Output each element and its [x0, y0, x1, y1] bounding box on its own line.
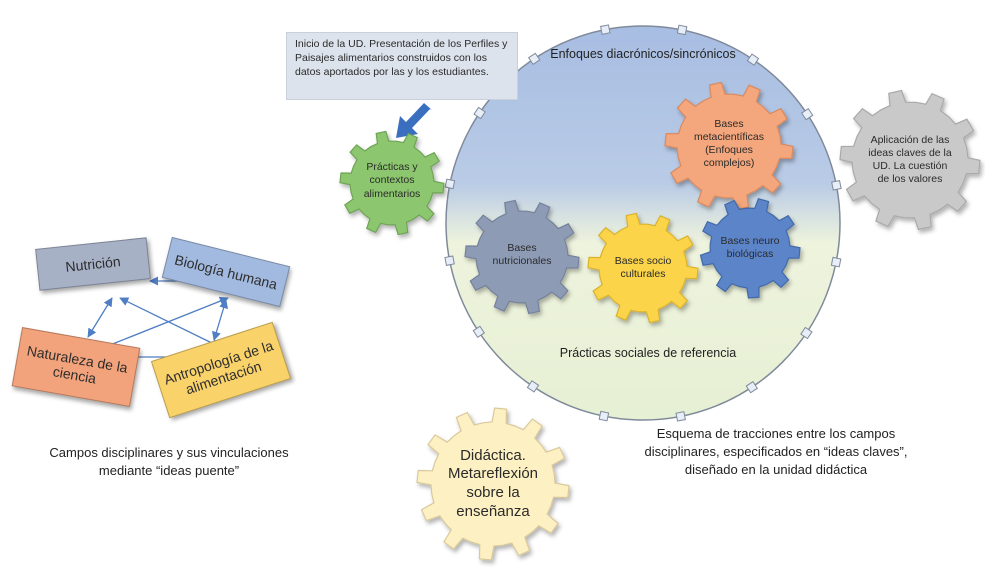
circle-tooth: [473, 106, 486, 120]
gear-label-socioculturales: Bases socio culturales: [614, 254, 672, 280]
gear-metacientificas: [664, 81, 794, 211]
gear-socioculturales: [587, 212, 699, 324]
circle-tooth: [675, 411, 686, 422]
circle-tooth: [598, 410, 610, 422]
circle-tooth: [444, 178, 456, 190]
circle-tooth: [444, 255, 455, 266]
gear-nutricionales: [464, 199, 580, 315]
gear-label-neurobiologicas: Bases neuro biológicas: [720, 234, 780, 260]
bridge-arrows: [87, 276, 229, 362]
gear-didactica: [416, 407, 570, 561]
callout-box: Inicio de la UD. Presentación de los Per…: [286, 32, 518, 100]
circle-tooth: [745, 380, 759, 394]
gear-label-nutricionales: Bases nutricionales: [492, 241, 552, 267]
gear-label-metacientificas: Bases metacientíficas (Enfoques complejo…: [693, 117, 765, 170]
caption-right: Esquema de tracciones entre los campos d…: [644, 426, 908, 478]
arrow-biologia-naturaleza: [99, 296, 229, 351]
arrow-biologia-antropologia: [211, 299, 229, 341]
gear-neurobiologicas: [699, 197, 801, 299]
gear-aplicacion: [839, 89, 981, 231]
gear-label-practicas: Prácticas y contextos alimentarios: [363, 161, 421, 200]
circle-tooth: [527, 52, 541, 66]
arrow-nutricion-naturaleza: [87, 297, 113, 338]
gear-label-didactica: Didáctica. Metareflexión sobre la enseña…: [447, 446, 539, 520]
callout-arrow: [396, 103, 432, 138]
circle-top-label: Enfoques diacrónicos/sincrónicos: [550, 47, 736, 61]
circle-tooth: [800, 326, 813, 340]
circle-tooth: [526, 380, 540, 393]
circle-teeth: [444, 24, 842, 422]
circle-tooth: [746, 53, 760, 66]
circle-tooth: [830, 256, 842, 268]
gears-layer: [339, 81, 981, 561]
circle-tooth: [676, 24, 688, 36]
circle-tooth: [831, 180, 842, 191]
circle-tooth: [600, 24, 611, 35]
circle-tooth: [800, 107, 814, 121]
circle-tooth: [472, 325, 486, 339]
gear-label-aplicacion: Aplicación de las ideas claves de la UD.…: [868, 133, 952, 186]
circle-bottom-label: Prácticas sociales de referencia: [559, 346, 737, 360]
gear-practicas: [339, 130, 445, 236]
arrow-nutricion-antropologia: [119, 297, 221, 348]
caption-left: Campos disciplinares y sus vinculaciones…: [49, 445, 289, 479]
